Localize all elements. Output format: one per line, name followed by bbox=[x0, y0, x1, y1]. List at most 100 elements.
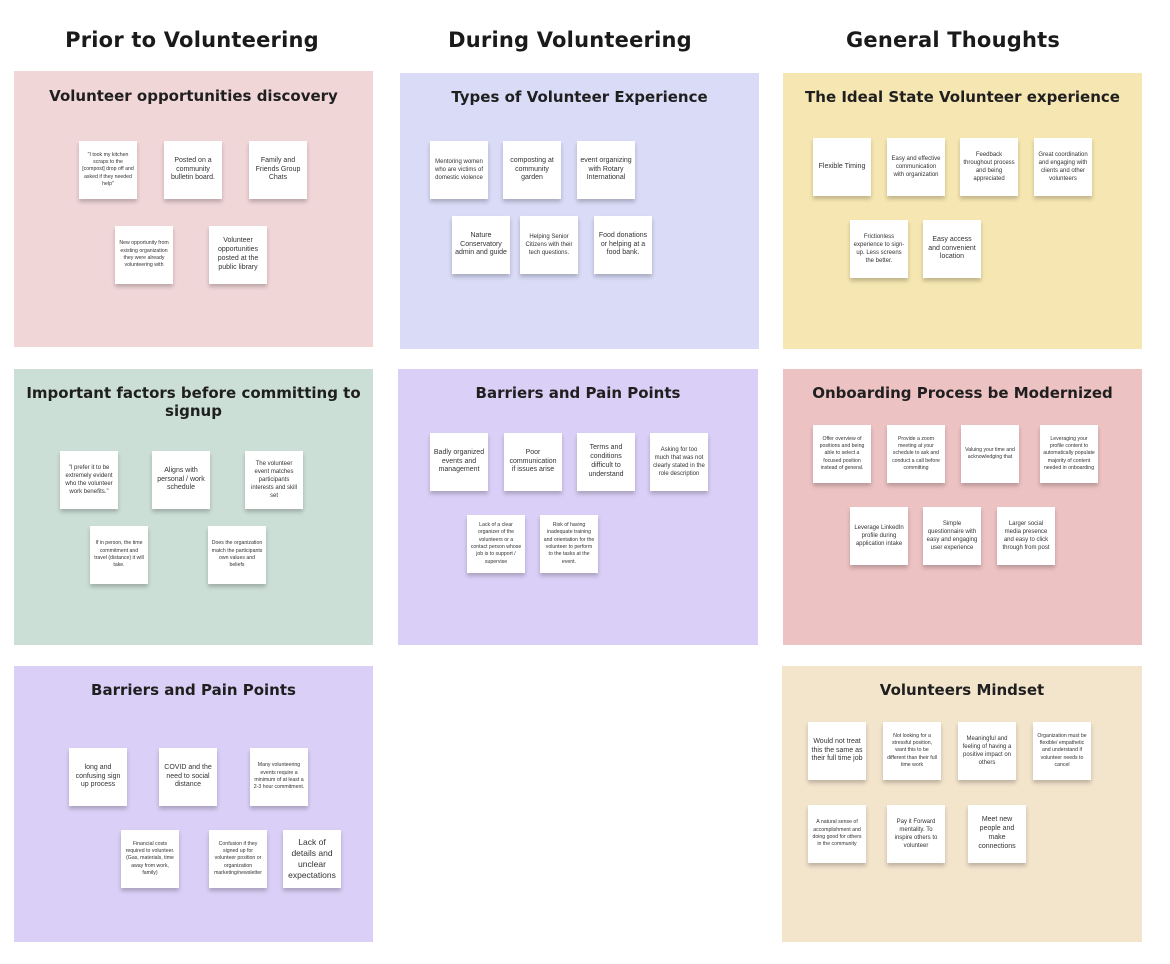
sticky-note[interactable]: Flexible Timing bbox=[813, 138, 871, 196]
frame-mindset[interactable]: Volunteers Mindset Would not treat this … bbox=[782, 666, 1142, 942]
sticky-note[interactable]: Organization must be flexible/ empatheti… bbox=[1033, 722, 1091, 780]
column-title-during: During Volunteering bbox=[448, 28, 692, 52]
note-text: Meaningful and feeling of having a posit… bbox=[962, 735, 1012, 767]
sticky-note[interactable]: Food donations or helping at a food bank… bbox=[594, 216, 652, 274]
frame-factors[interactable]: Important factors before committing to s… bbox=[14, 369, 373, 645]
sticky-note[interactable]: Easy access and convenient location bbox=[923, 220, 981, 278]
frame-barriers-during[interactable]: Barriers and Pain Points Badly organized… bbox=[398, 369, 758, 645]
note-text: Mentoring women who are victims of domes… bbox=[434, 158, 483, 182]
note-text: New opportunity from existing organizati… bbox=[119, 240, 169, 269]
sticky-note[interactable]: Larger social media presence and easy to… bbox=[997, 507, 1055, 565]
sticky-note[interactable]: Poor communication if issues arise bbox=[504, 433, 562, 491]
frame-types[interactable]: Types of Volunteer Experience Mentoring … bbox=[400, 73, 759, 349]
sticky-note[interactable]: Offer overview of positions and being ab… bbox=[813, 425, 871, 483]
frame-discovery[interactable]: Volunteer opportunities discovery "I too… bbox=[14, 71, 373, 347]
note-text: Nature Conservatory admin and guide bbox=[455, 231, 507, 257]
note-text: Badly organized events and management bbox=[433, 448, 485, 474]
sticky-note[interactable]: event organizing with Rotary Internation… bbox=[577, 141, 635, 199]
note-text: Great coordination and engaging with cli… bbox=[1038, 151, 1088, 183]
note-text: A natural sense of accomplishment and do… bbox=[812, 819, 862, 848]
note-text: If in person, the time commitment and tr… bbox=[94, 540, 144, 569]
sticky-note[interactable]: Asking for too much that was not clearly… bbox=[650, 433, 708, 491]
note-text: Terms and conditions difficult to unders… bbox=[588, 444, 624, 478]
note-text: Organization must be flexible/ empatheti… bbox=[1037, 732, 1087, 768]
sticky-note[interactable]: Provide a zoom meeting at your schedule … bbox=[887, 425, 945, 483]
sticky-note[interactable]: Helping Senior Citizens with their tech … bbox=[520, 216, 578, 274]
note-text: Offer overview of positions and being ab… bbox=[819, 435, 865, 471]
sticky-note[interactable]: Feedback throughout process and being ap… bbox=[960, 138, 1018, 196]
note-text: Helping Senior Citizens with their tech … bbox=[525, 233, 573, 257]
sticky-note[interactable]: Nature Conservatory admin and guide bbox=[452, 216, 510, 274]
sticky-note[interactable]: Confusion if they signed up for voluntee… bbox=[209, 830, 267, 888]
sticky-note[interactable]: Pay it Forward mentality. To inspire oth… bbox=[887, 805, 945, 863]
sticky-note[interactable]: COVID and the need to social distance bbox=[159, 748, 217, 806]
sticky-note[interactable]: Risk of having inadequate training and o… bbox=[540, 515, 598, 573]
note-text: Larger social media presence and easy to… bbox=[1002, 520, 1050, 552]
note-text: long and confusing sign up process bbox=[75, 763, 121, 789]
sticky-note[interactable]: Meet new people and make connections bbox=[968, 805, 1026, 863]
sticky-note[interactable]: Simple questionnaire with easy and engag… bbox=[923, 507, 981, 565]
note-text: Confusion if they signed up for voluntee… bbox=[214, 840, 262, 876]
sticky-note[interactable]: composting at community garden bbox=[503, 141, 561, 199]
frame-ideal[interactable]: The Ideal State Volunteer experience Fle… bbox=[783, 73, 1142, 349]
frame-onboarding[interactable]: Onboarding Process be Modernized Offer o… bbox=[783, 369, 1142, 645]
sticky-note[interactable]: Not looking for a stressful position, wa… bbox=[883, 722, 941, 780]
note-text: Financial costs required to volunteer. (… bbox=[125, 840, 175, 876]
sticky-note[interactable]: Terms and conditions difficult to unders… bbox=[577, 433, 635, 491]
sticky-note[interactable]: Great coordination and engaging with cli… bbox=[1034, 138, 1092, 196]
note-text: Posted on a community bulletin board. bbox=[171, 156, 215, 182]
sticky-note[interactable]: Posted on a community bulletin board. bbox=[164, 141, 222, 199]
sticky-note[interactable]: Leverage LinkedIn profile during applica… bbox=[850, 507, 908, 565]
sticky-note[interactable]: Badly organized events and management bbox=[430, 433, 488, 491]
note-text: Easy and effective communication with or… bbox=[891, 155, 941, 179]
note-text: Leveraging your profile content to autom… bbox=[1043, 435, 1095, 471]
frame-barriers-prior[interactable]: Barriers and Pain Points long and confus… bbox=[14, 666, 373, 942]
frame-title: Types of Volunteer Experience bbox=[451, 88, 708, 106]
note-text: Many volunteering events require a minim… bbox=[253, 762, 305, 791]
sticky-note[interactable]: New opportunity from existing organizati… bbox=[115, 226, 173, 284]
frame-title: Important factors before committing to s… bbox=[26, 384, 361, 420]
frame-title: Onboarding Process be Modernized bbox=[812, 384, 1113, 402]
sticky-note[interactable]: Family and Friends Group Chats bbox=[249, 141, 307, 199]
note-text: Lack of details and unclear expectations bbox=[288, 837, 336, 880]
note-text: Volunteer opportunities posted at the pu… bbox=[217, 237, 259, 271]
note-text: Not looking for a stressful position, wa… bbox=[887, 732, 937, 768]
sticky-note[interactable]: Mentoring women who are victims of domes… bbox=[430, 141, 488, 199]
sticky-note[interactable]: Financial costs required to volunteer. (… bbox=[121, 830, 179, 888]
sticky-note[interactable]: Lack of details and unclear expectations bbox=[283, 830, 341, 888]
frame-title: Volunteer opportunities discovery bbox=[49, 87, 338, 105]
note-text: Family and Friends Group Chats bbox=[255, 156, 301, 182]
frame-title: Volunteers Mindset bbox=[879, 681, 1045, 699]
note-text: Meet new people and make connections bbox=[978, 816, 1016, 850]
note-text: Valuing your time and acknowledging that bbox=[965, 446, 1015, 460]
note-text: "I took my kitchen scraps to the [compos… bbox=[82, 151, 134, 187]
note-text: COVID and the need to social distance bbox=[164, 763, 212, 789]
sticky-note[interactable]: long and confusing sign up process bbox=[69, 748, 127, 806]
note-text: composting at community garden bbox=[510, 156, 554, 182]
note-text: Easy access and convenient location bbox=[928, 235, 976, 261]
frame-title: Barriers and Pain Points bbox=[91, 681, 296, 699]
note-text: Frictionless experience to sign-up. Less… bbox=[853, 233, 905, 265]
sticky-note[interactable]: Lack of a clear organizer of the volunte… bbox=[467, 515, 525, 573]
sticky-note[interactable]: Aligns with personal / work schedule bbox=[152, 451, 210, 509]
sticky-note[interactable]: "I prefer it to be extremely evident who… bbox=[60, 451, 118, 509]
frame-title: Barriers and Pain Points bbox=[475, 384, 681, 402]
note-text: Would not treat this the same as their f… bbox=[811, 737, 863, 763]
sticky-note[interactable]: The volunteer event matches participants… bbox=[245, 451, 303, 509]
note-text: "I prefer it to be extremely evident who… bbox=[65, 464, 113, 496]
sticky-note[interactable]: Does the organization match the particip… bbox=[208, 526, 266, 584]
sticky-note[interactable]: Many volunteering events require a minim… bbox=[250, 748, 308, 806]
sticky-note[interactable]: A natural sense of accomplishment and do… bbox=[808, 805, 866, 863]
sticky-note[interactable]: Meaningful and feeling of having a posit… bbox=[958, 722, 1016, 780]
sticky-note[interactable]: Volunteer opportunities posted at the pu… bbox=[209, 226, 267, 284]
sticky-note[interactable]: Easy and effective communication with or… bbox=[887, 138, 945, 196]
sticky-note[interactable]: If in person, the time commitment and tr… bbox=[90, 526, 148, 584]
note-text: Lack of a clear organizer of the volunte… bbox=[470, 522, 522, 565]
sticky-note[interactable]: Would not treat this the same as their f… bbox=[808, 722, 866, 780]
sticky-note[interactable]: Frictionless experience to sign-up. Less… bbox=[850, 220, 908, 278]
column-title-general: General Thoughts bbox=[845, 28, 1061, 52]
note-text: Pay it Forward mentality. To inspire oth… bbox=[894, 818, 938, 850]
sticky-note[interactable]: Valuing your time and acknowledging that bbox=[961, 425, 1019, 483]
sticky-note[interactable]: Leveraging your profile content to autom… bbox=[1040, 425, 1098, 483]
sticky-note[interactable]: "I took my kitchen scraps to the [compos… bbox=[79, 141, 137, 199]
